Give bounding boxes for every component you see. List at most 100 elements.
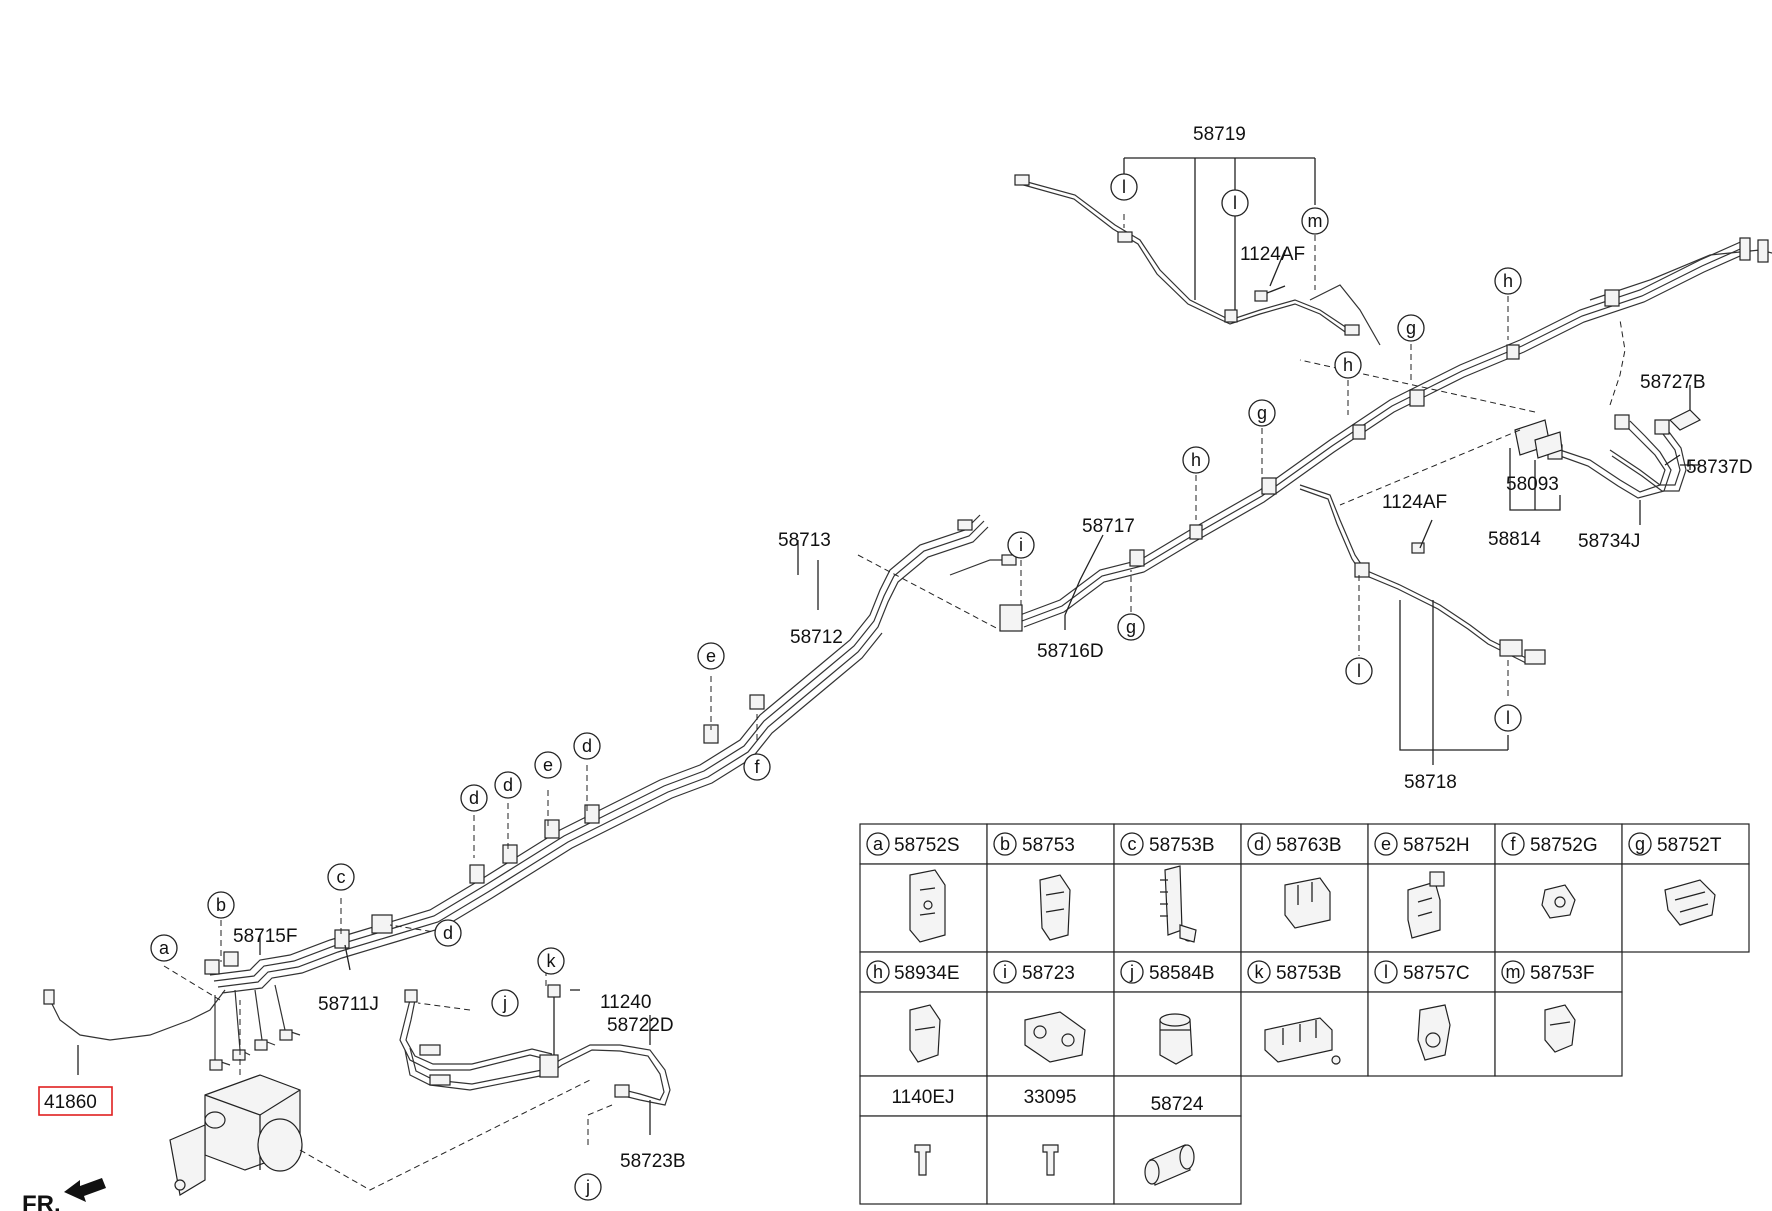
svg-text:1140EJ: 1140EJ — [891, 1087, 954, 1108]
legend-headers-row-3: 1140EJ 33095 58724 — [891, 1087, 1203, 1115]
callout-m: m — [1301, 207, 1329, 235]
svg-text:g: g — [1257, 403, 1267, 423]
callout-i: i — [1007, 531, 1035, 559]
part-icon-58763B — [1284, 877, 1331, 929]
svg-text:58753B: 58753B — [1149, 835, 1215, 856]
callout-k: k — [537, 947, 565, 975]
callout-d-2: d — [494, 771, 522, 799]
part-icon-58934E — [909, 1004, 941, 1063]
label-58713: 58713 — [778, 530, 831, 551]
svg-text:i: i — [1019, 535, 1023, 555]
part-icon-58723 — [1024, 1011, 1086, 1063]
svg-text:a: a — [159, 938, 170, 958]
callout-d-4: d — [434, 919, 462, 947]
label-41860: 41860 — [44, 1092, 97, 1113]
svg-text:58752T: 58752T — [1657, 835, 1722, 856]
callout-h-2: h — [1334, 351, 1362, 379]
legend-headers-row-2: h 58934E i 58723 j 58584B k 58753B l 587… — [866, 960, 1594, 984]
svg-text:33095: 33095 — [1024, 1087, 1077, 1108]
callout-circles: l l m h g h g h i g l l e f d e d d c d … — [150, 173, 1522, 1201]
highlight-box-41860 — [38, 1086, 113, 1116]
svg-text:l: l — [1384, 962, 1388, 982]
part-icon-58752G — [1541, 884, 1576, 919]
label-1124AF-mid: 1124AF — [1382, 492, 1447, 513]
callout-j-2: j — [574, 1173, 602, 1201]
part-icon-33095 — [1042, 1144, 1059, 1176]
svg-text:58752H: 58752H — [1403, 835, 1470, 856]
svg-text:h: h — [1343, 355, 1353, 375]
svg-text:d: d — [503, 775, 513, 795]
svg-text:j: j — [1129, 962, 1134, 982]
svg-text:f: f — [1510, 834, 1516, 854]
part-icon-58753B-k — [1264, 1017, 1341, 1065]
label-58719: 58719 — [1193, 124, 1246, 145]
svg-text:58757C: 58757C — [1403, 963, 1470, 984]
svg-text:58724: 58724 — [1151, 1094, 1204, 1115]
svg-text:g: g — [1406, 318, 1416, 338]
svg-text:i: i — [1003, 962, 1007, 982]
callout-j-1: j — [491, 989, 519, 1017]
label-58814: 58814 — [1488, 529, 1541, 550]
label-58711J: 58711J — [318, 994, 379, 1015]
rear-upper-line-assembly — [1014, 157, 1381, 346]
part-icon-58752S — [909, 869, 946, 943]
label-58723B: 58723B — [620, 1151, 686, 1172]
svg-text:d: d — [1254, 834, 1264, 854]
callout-h-1: h — [1494, 267, 1522, 295]
callout-g-2: g — [1248, 399, 1276, 427]
svg-text:j: j — [585, 1177, 590, 1197]
part-icon-58753 — [1039, 874, 1071, 941]
svg-text:h: h — [873, 962, 883, 982]
part-icon-58753F — [1544, 1004, 1576, 1053]
label-58718: 58718 — [1404, 772, 1457, 793]
legend-headers-row-1: a 58752S b 58753 c 58753B d 58763B e 587… — [866, 832, 1722, 856]
callout-e-2: e — [534, 751, 562, 779]
callout-d-1: d — [573, 732, 601, 760]
svg-text:c: c — [337, 867, 346, 887]
svg-text:f: f — [754, 757, 760, 777]
callout-c: c — [327, 863, 355, 891]
callout-f: f — [743, 753, 771, 781]
part-icon-58724 — [1144, 1144, 1195, 1186]
label-58727B: 58727B — [1640, 372, 1706, 393]
svg-text:58584B: 58584B — [1149, 963, 1215, 984]
svg-text:58753B: 58753B — [1276, 963, 1342, 984]
label-58734J: 58734J — [1578, 531, 1640, 552]
svg-text:58753F: 58753F — [1530, 963, 1594, 984]
label-front-direction: FR. — [22, 1191, 61, 1211]
callout-d-3: d — [460, 784, 488, 812]
part-icon-58584B — [1159, 1013, 1193, 1065]
label-1124AF-top: 1124AF — [1240, 244, 1305, 265]
callout-g-1: g — [1397, 314, 1425, 342]
svg-text:h: h — [1503, 271, 1513, 291]
svg-text:58752G: 58752G — [1530, 835, 1598, 856]
svg-text:k: k — [547, 951, 557, 971]
leader-lines — [77, 296, 1691, 1075]
label-58717: 58717 — [1082, 516, 1135, 537]
svg-text:l: l — [1233, 193, 1237, 213]
svg-text:58763B: 58763B — [1276, 835, 1342, 856]
part-icon-58753B — [1160, 865, 1197, 943]
svg-text:c: c — [1128, 834, 1137, 854]
part-icon-1140EJ — [914, 1144, 931, 1176]
front-arrow-icon — [64, 1178, 106, 1202]
legend-row-3 — [859, 1075, 1242, 1205]
callout-a: a — [150, 934, 178, 962]
svg-text:d: d — [469, 788, 479, 808]
callout-h-3: h — [1182, 446, 1210, 474]
svg-text:58934E: 58934E — [894, 963, 960, 984]
svg-text:b: b — [216, 895, 226, 915]
svg-text:h: h — [1191, 450, 1201, 470]
legend-table: a 58752S b 58753 c 58753B d 58763B e 587… — [859, 823, 1750, 1205]
svg-text:a: a — [873, 834, 884, 854]
label-58712: 58712 — [790, 627, 843, 648]
part-icon-58752H — [1407, 871, 1445, 939]
rear-lower-line-assembly — [1299, 484, 1546, 765]
svg-text:g: g — [1126, 617, 1136, 637]
svg-text:58723: 58723 — [1022, 963, 1075, 984]
part-icon-58757C — [1417, 1004, 1451, 1061]
callout-l-1: l — [1110, 173, 1138, 201]
front-hoses — [399, 965, 671, 1145]
label-58722D: 58722D — [607, 1015, 674, 1036]
